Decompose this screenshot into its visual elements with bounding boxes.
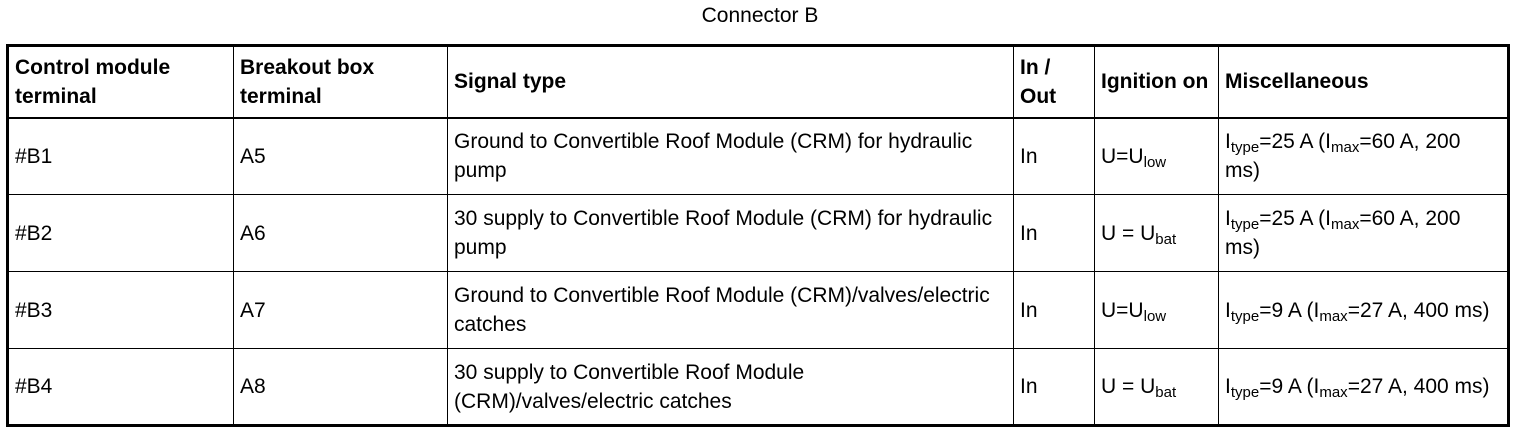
header-breakout-box-terminal: Breakout box terminal [233, 45, 448, 119]
misc-max-subscript: max [1331, 139, 1360, 157]
table-header-row: Control module terminal Breakout box ter… [7, 45, 1509, 119]
misc-max-subscript: max [1331, 216, 1360, 233]
misc-current-symbol: I [1225, 207, 1231, 230]
signal-type-cell: 30 supply to Convertible Roof Module (CR… [447, 194, 1014, 272]
header-control-module-terminal: Control module terminal [7, 45, 234, 119]
signal-type-cell: 30 supply to Convertible Roof Module (CR… [447, 348, 1014, 426]
breakout-box-terminal-cell: A8 [233, 348, 448, 426]
miscellaneous-cell: Itype=25 A (Imax=60 A, 200 ms) [1218, 117, 1509, 195]
misc-typical-current: =9 A (I [1259, 375, 1320, 398]
in-out-cell: In [1013, 117, 1095, 195]
connector-pin-table: Control module terminal Breakout box ter… [6, 44, 1510, 427]
misc-max-subscript: max [1319, 384, 1348, 401]
misc-max-current: =27 A, 400 ms) [1347, 298, 1490, 322]
misc-max-subscript: max [1319, 307, 1348, 325]
control-module-terminal-cell: #B1 [7, 117, 234, 195]
table-row: #B4 A8 30 supply to Convertible Roof Mod… [7, 348, 1509, 426]
miscellaneous-cell: Itype=9 A (Imax=27 A, 400 ms) [1218, 271, 1509, 349]
header-miscellaneous: Miscellaneous [1218, 45, 1509, 119]
misc-type-subscript: type [1230, 307, 1260, 325]
misc-current-symbol: I [1225, 130, 1231, 154]
signal-type-cell: Ground to Convertible Roof Module (CRM)/… [447, 271, 1014, 349]
ignition-cell: U = Ubat [1094, 348, 1219, 426]
ignition-subscript: bat [1155, 230, 1177, 248]
misc-max-current: =60 A, 200 ms) [1225, 130, 1461, 183]
table-row: #B2 A6 30 supply to Convertible Roof Mod… [7, 194, 1509, 272]
table-row: #B3 A7 Ground to Convertible Roof Module… [7, 271, 1509, 349]
misc-type-subscript: type [1230, 139, 1260, 157]
header-in-out: In / Out [1013, 45, 1095, 119]
ignition-subscript: low [1143, 307, 1167, 325]
ignition-subscript: low [1143, 153, 1167, 171]
in-out-cell: In [1013, 271, 1095, 349]
misc-current-symbol: I [1225, 298, 1231, 322]
ignition-value: U=U [1101, 298, 1144, 322]
table-caption: Connector B [701, 4, 819, 27]
control-module-terminal-cell: #B4 [7, 348, 234, 426]
misc-max-current: =27 A, 400 ms) [1347, 375, 1490, 398]
misc-type-subscript: type [1230, 216, 1260, 233]
ignition-cell: U=Ulow [1094, 271, 1219, 349]
ignition-value: U = U [1101, 375, 1156, 398]
misc-max-current: =60 A, 200 ms) [1225, 207, 1461, 259]
in-out-cell: In [1013, 194, 1095, 272]
ignition-cell: U = Ubat [1094, 194, 1219, 272]
ignition-cell: U=Ulow [1094, 117, 1219, 195]
misc-typical-current: =9 A (I [1259, 298, 1320, 322]
ignition-subscript: bat [1155, 384, 1177, 401]
signal-type-cell: Ground to Convertible Roof Module (CRM) … [447, 117, 1014, 195]
control-module-terminal-cell: #B3 [7, 271, 234, 349]
misc-typical-current: =25 A (I [1259, 207, 1332, 230]
header-ignition-on: Ignition on [1094, 45, 1219, 119]
breakout-box-terminal-cell: A6 [233, 194, 448, 272]
misc-current-symbol: I [1225, 375, 1231, 398]
ignition-value: U = U [1101, 221, 1156, 245]
miscellaneous-cell: Itype=25 A (Imax=60 A, 200 ms) [1218, 194, 1509, 272]
in-out-cell: In [1013, 348, 1095, 426]
ignition-value: U=U [1101, 144, 1144, 168]
header-signal-type: Signal type [447, 45, 1014, 119]
miscellaneous-cell: Itype=9 A (Imax=27 A, 400 ms) [1218, 348, 1509, 426]
misc-type-subscript: type [1230, 384, 1260, 401]
misc-typical-current: =25 A (I [1259, 130, 1332, 154]
table-row: #B1 A5 Ground to Convertible Roof Module… [7, 117, 1509, 195]
breakout-box-terminal-cell: A5 [233, 117, 448, 195]
breakout-box-terminal-cell: A7 [233, 271, 448, 349]
control-module-terminal-cell: #B2 [7, 194, 234, 272]
